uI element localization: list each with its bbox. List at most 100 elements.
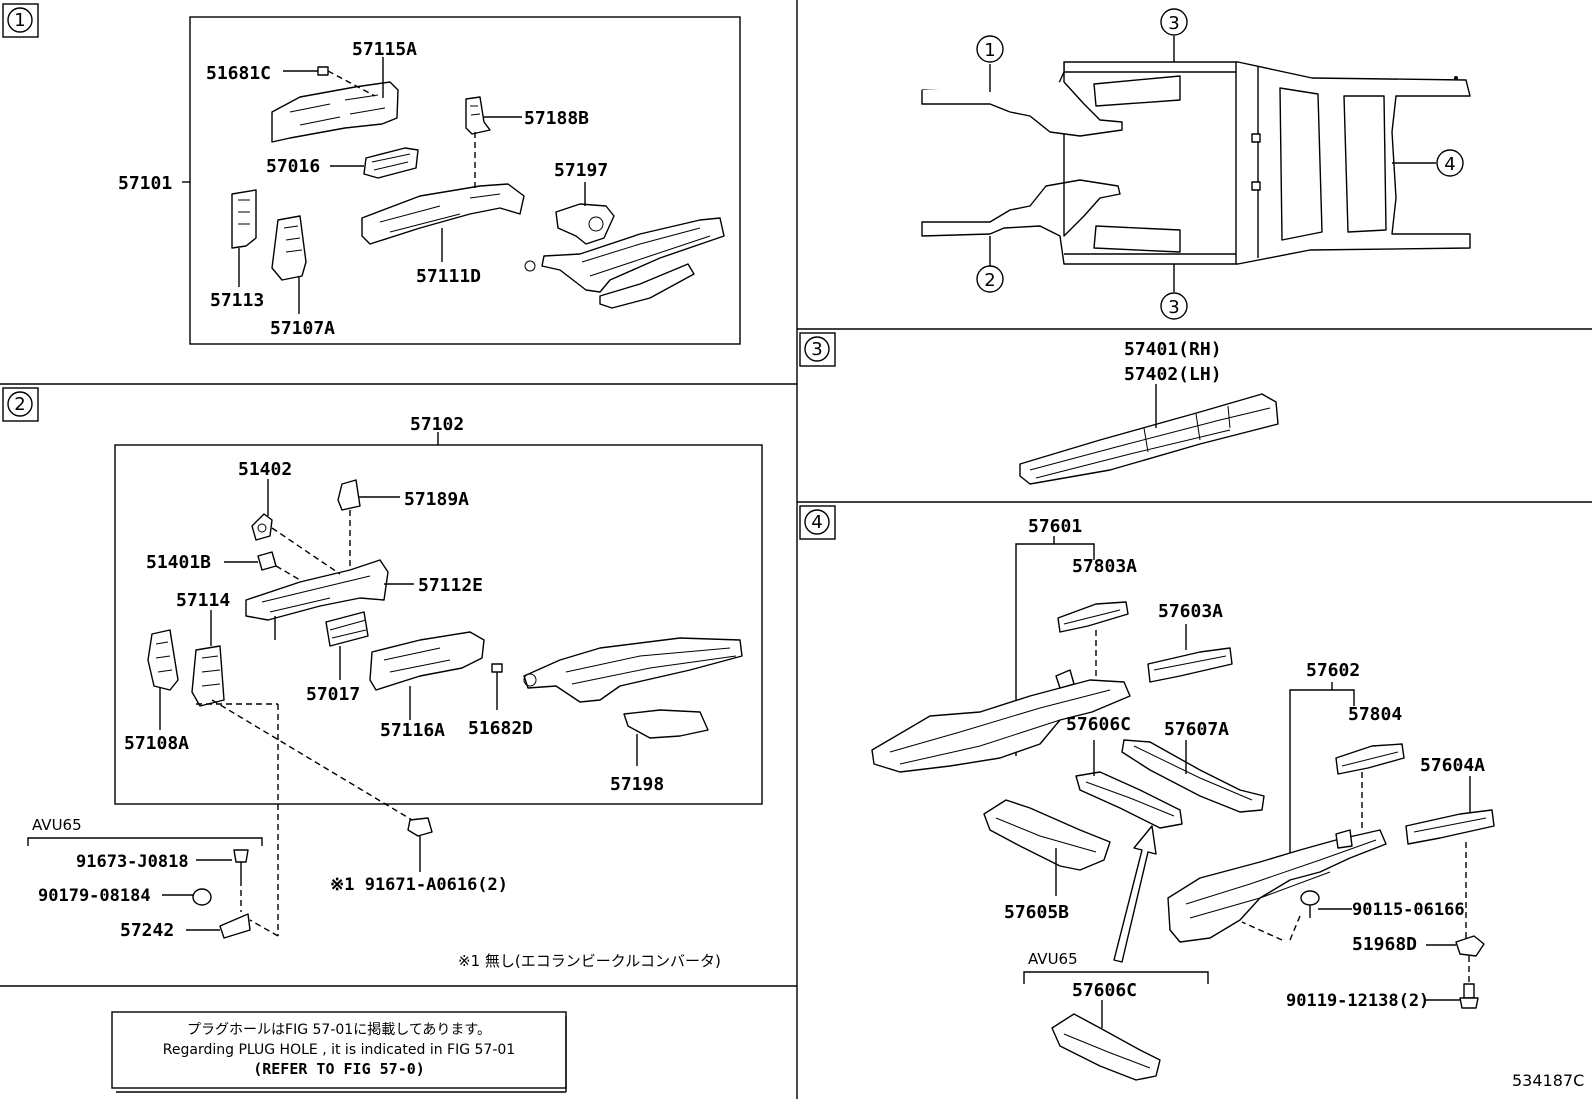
note-line-1: プラグホールはFIG 57-01に掲載してあります。 [187,1022,491,1038]
part-57601-shape [871,669,1131,773]
part-57605B-shape [983,799,1111,871]
label-57605B: 57605B [1004,902,1069,923]
note-box: プラグホールはFIG 57-01に掲載してあります。 Regarding PLU… [111,1011,567,1093]
part-57198-shape [623,709,709,739]
section-2-variant: AVU65 [27,816,263,939]
section-marker-3-label: 3 [811,339,822,360]
part-57108A-shape [147,629,179,691]
label-57188B: 57188B [524,108,589,129]
label-91671-A0616: ※1 91671-A0616(2) [330,875,508,895]
arrow-up [1113,825,1157,963]
overview-marker-3-bottom: 3 [1168,297,1179,318]
part-57197-shape [555,203,615,245]
part-57607A-shape [1121,739,1265,813]
label-57197: 57197 [554,160,608,181]
label-57016: 57016 [266,156,320,177]
part-57197-rail-shape [524,217,725,309]
section-marker-2: 2 [2,387,39,422]
part-91671-bolt-shape [407,817,433,837]
part-57017-shape [325,611,369,647]
part-57606C-avu65-shape [1051,1013,1161,1081]
part-90119-bolt-shape [1459,983,1479,1009]
section-marker-4: 4 [799,505,836,540]
label-57116A: 57116A [380,720,445,741]
section-3: 57401(RH) 57402(LH) [1019,339,1279,485]
diagram-id: 534187C [1512,1071,1584,1090]
variant-label-avu65-s4: AVU65 [1028,950,1078,968]
part-57016-shape [363,147,419,179]
part-57606C-shape [1075,771,1183,829]
label-57198: 57198 [610,774,664,795]
label-90179-08184: 90179-08184 [38,886,151,906]
section-1-leaders [182,57,586,314]
label-57604A: 57604A [1420,755,1485,776]
label-57606C-avu65: 57606C [1072,980,1137,1001]
label-51968D: 51968D [1352,934,1417,955]
section-2: AVU65 57102 51402 57189A 51401B 57112E 5… [27,414,763,970]
section-marker-1-label: 1 [14,10,25,31]
section-1: 57115A 51681C 57188B 57016 57101 57197 5… [118,16,741,345]
section-marker-2-label: 2 [14,394,25,415]
part-57115A-shape [271,81,399,143]
footnote-s2: ※1 無し(エコランビークルコンバータ) [458,952,721,970]
frame-overview: 1 2 3 3 4 [921,8,1471,320]
section-2-leaders [159,479,638,937]
label-57602: 57602 [1306,660,1360,681]
part-57114-shape [191,645,225,707]
label-57402: 57402(LH) [1124,364,1222,385]
label-57113: 57113 [210,290,264,311]
part-57401-shape [1019,393,1279,485]
overview-marker-1: 1 [984,40,995,61]
label-57114: 57114 [176,590,230,611]
section-marker-4-label: 4 [811,512,822,533]
part-57604A-shape [1405,809,1495,845]
part-51682D-shape [491,663,503,673]
part-57107A-shape [271,215,307,281]
label-57242: 57242 [120,920,174,941]
label-57601: 57601 [1028,516,1082,537]
label-57803A: 57803A [1072,556,1137,577]
label-57108A: 57108A [124,733,189,754]
label-51682D: 51682D [468,718,533,739]
label-57101: 57101 [118,173,172,194]
part-51968D-shape [1455,935,1485,957]
part-51681C-shape [317,66,329,76]
label-90119-12138: 90119-12138(2) [1286,991,1429,1011]
part-57189A-shape [337,479,361,511]
label-57102: 57102 [410,414,464,435]
overview-marker-4: 4 [1444,154,1455,175]
section-4-leaders [1055,624,1471,1001]
part-57603A-shape [1147,647,1233,683]
label-57107A: 57107A [270,318,335,339]
label-57017: 57017 [306,684,360,705]
label-57603A: 57603A [1158,601,1223,622]
note-line-3: (REFER TO FIG 57-0) [253,1060,425,1078]
part-90115-clip-shape [1300,890,1320,918]
part-57804-shape [1335,743,1405,775]
part-51402-shape [251,513,273,541]
part-57111D-shape [361,183,525,245]
label-57607A: 57607A [1164,719,1229,740]
label-57401: 57401(RH) [1124,339,1222,360]
label-91673-J0818: 91673-J0818 [76,852,189,872]
overview-marker-2: 2 [984,270,995,291]
label-51681C: 51681C [206,63,271,84]
part-57113-shape [231,189,257,249]
part-57803A-shape [1057,601,1129,633]
label-57115A: 57115A [352,39,417,60]
label-57189A: 57189A [404,489,469,510]
label-57111D: 57111D [416,266,481,287]
label-57804: 57804 [1348,704,1402,725]
section-1-frame [189,16,741,345]
part-57116A-shape [369,631,485,691]
part-57602-shape [1167,829,1387,943]
label-51401B: 51401B [146,552,211,573]
label-57112E: 57112E [418,575,483,596]
variant-label-avu65-s2: AVU65 [32,816,82,834]
part-57198-rail-shape [523,637,743,703]
part-51401B-shape [257,551,277,571]
section-marker-3: 3 [799,332,836,367]
overview-marker-3-top: 3 [1168,13,1179,34]
